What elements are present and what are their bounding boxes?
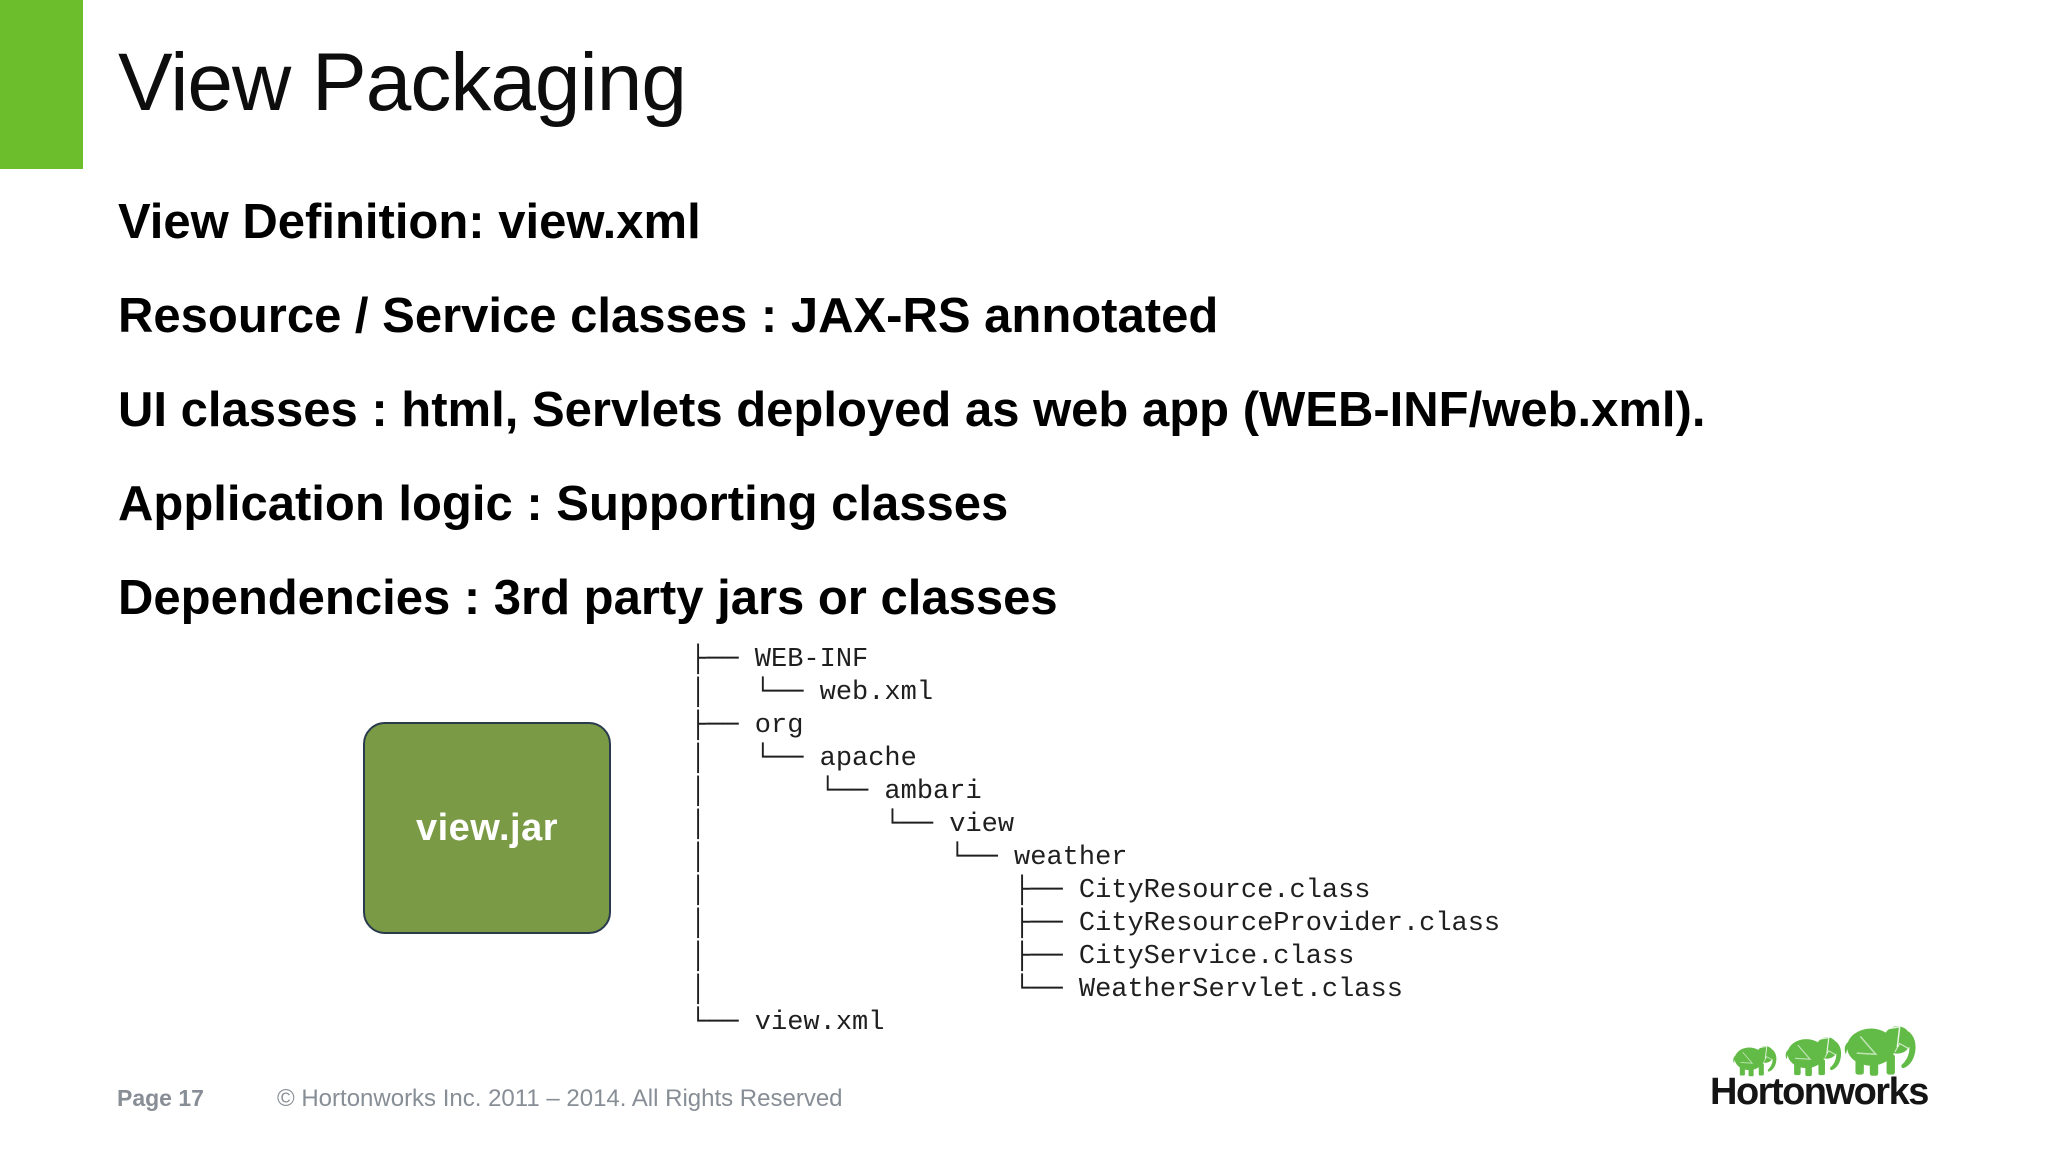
view-jar-label: view.jar bbox=[415, 806, 558, 849]
hortonworks-elephants-icon bbox=[1732, 1025, 1917, 1077]
hortonworks-logo: Hortonworks bbox=[1700, 1010, 1950, 1120]
bullet-list: View Definition: view.xml Resource / Ser… bbox=[118, 175, 1918, 645]
page-number: Page 17 bbox=[117, 1085, 204, 1111]
bullet-line: Resource / Service classes : JAX-RS anno… bbox=[118, 289, 1219, 343]
bullet-line: View Definition: view.xml bbox=[118, 195, 701, 249]
accent-bar bbox=[0, 0, 83, 169]
bullet-line: Dependencies : 3rd party jars or classes bbox=[118, 571, 1058, 625]
file-tree: ├── WEB-INF │ └── web.xml ├── org │ └── … bbox=[690, 645, 1501, 1038]
brand-name: Hortonworks bbox=[1710, 1071, 1929, 1113]
bullet-line: Application logic : Supporting classes bbox=[118, 477, 1009, 531]
view-jar-box: view.jar bbox=[363, 722, 611, 934]
page-title: View Packaging bbox=[118, 37, 687, 128]
copyright-text: © Hortonworks Inc. 2011 – 2014. All Righ… bbox=[277, 1085, 843, 1112]
bullet-line: UI classes : html, Servlets deployed as … bbox=[118, 383, 1706, 437]
